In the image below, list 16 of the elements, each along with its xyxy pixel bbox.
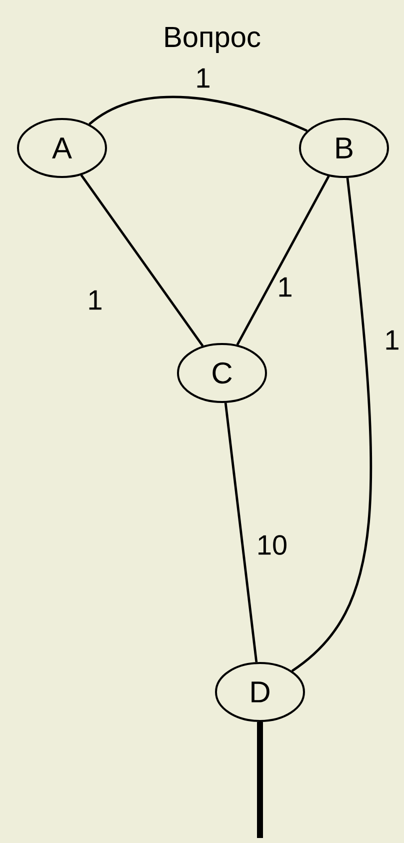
edge-line <box>80 174 204 347</box>
edge-label: 1 <box>194 67 212 89</box>
edge-line <box>88 96 308 132</box>
edge-line <box>224 402 258 662</box>
title: Вопрос <box>165 27 260 53</box>
graph-node: A <box>17 118 107 178</box>
edge-label: 1 <box>276 276 294 298</box>
graph-node: C <box>177 343 267 403</box>
edge-line <box>257 722 263 838</box>
edge-line <box>291 178 372 672</box>
edge-label: 10 <box>255 534 289 556</box>
edge-line <box>236 176 330 346</box>
graph-node: D <box>215 662 305 722</box>
graph-node: B <box>299 118 389 178</box>
edge-label: 1 <box>383 329 401 351</box>
edge-label: 1 <box>86 289 104 311</box>
